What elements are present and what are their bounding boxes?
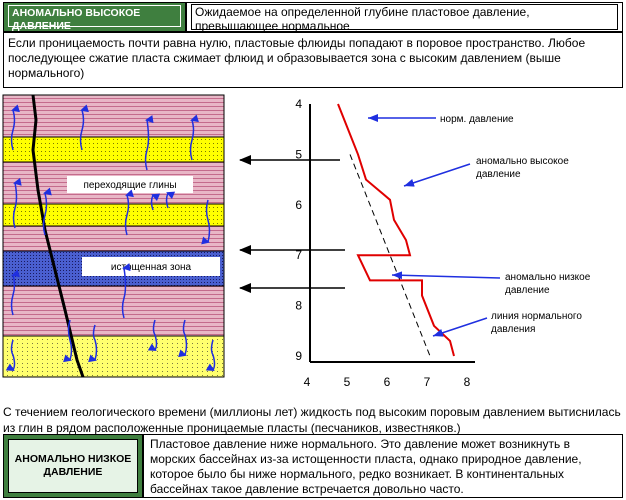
y-tick-labels: 4 5 6 7 8 9 [295,97,302,363]
cross-section: переходящие глины истощенная зона [2,94,225,378]
definition-abnormal-high: Ожидаемое на определенной глубине пласто… [186,2,623,33]
x-tick-label: 8 [464,375,471,389]
fluid-arrow [165,191,176,209]
x-tick-label: 7 [424,375,431,389]
sand-layer-1 [2,136,225,163]
term-abnormal-low-label: АНОМАЛЬНО НИЗКОЕ ДАВЛЕНИЕ [8,439,138,493]
annotation-normal-pressure: норм. давление [440,114,514,125]
fluid-arrow [147,319,158,352]
fluid-arrow [79,104,89,151]
y-tick-label: 9 [295,349,302,363]
annotation-arrow [391,271,501,280]
y-tick-label: 7 [295,248,302,262]
y-tick-label: 8 [295,299,302,313]
pressure-curve [337,103,455,357]
y-tick-label: 4 [295,97,302,111]
fluid-arrow [63,319,73,363]
fluid-arrow [5,339,16,372]
fluid-arrow [124,189,134,236]
fault-line [31,94,85,378]
fluid-arrow [10,269,20,316]
fluid-arrow [150,193,161,211]
y-tick-label: 5 [295,147,302,161]
annotation-normal-line: линия нормального давления [491,311,585,335]
x-tick-label: 5 [344,375,351,389]
annotation-arrows [368,114,501,337]
normal-pressure-line [349,154,431,357]
fluid-arrow [144,115,154,171]
term-abnormal-high-label: АНОМАЛЬНО ВЫСОКОЕ ДАВЛЕНИЕ [8,5,181,32]
depleted-zone-label: истощенная зона [111,262,192,273]
definition-abnormal-low: Пластовое давление ниже нормального. Это… [143,434,623,498]
fluid-arrows [5,104,216,372]
transition-clays-box [67,176,193,193]
term-abnormal-low: АНОМАЛЬНО НИЗКОЕ ДАВЛЕНИЕ [3,434,143,498]
sand-layer-2 [2,203,225,227]
annotation-arrow [432,317,488,337]
annotation-abnormal-low: аномально низкое давление [505,272,593,296]
fluid-arrow [201,199,211,245]
x-tick-labels: 4 5 6 7 8 [304,375,471,389]
annotation-arrow [403,163,471,187]
pressure-chart: 4 5 6 7 8 4 5 6 7 8 9 норм. давление аномально вы… [295,97,593,389]
middle-text: С течением геологического времени (милли… [3,405,621,435]
y-tick-label: 6 [295,198,302,212]
x-tick-label: 6 [384,375,391,389]
fluid-arrow [178,319,188,358]
fluid-arrow [88,324,98,363]
depth-pointers [239,155,345,293]
fluid-arrow [121,263,131,319]
intro-text: Если проницаемость почти равна нулю, пла… [3,32,623,88]
bottom-sand-layer [2,335,225,378]
fluid-arrow [205,339,216,372]
depleted-zone-box [82,257,220,276]
term-abnormal-high: АНОМАЛЬНО ВЫСОКОЕ ДАВЛЕНИЕ [3,2,186,32]
fluid-arrow [10,104,20,151]
annotation-abnormal-high: аномально высокое давление [476,156,572,180]
fluid-arrow [189,114,199,161]
fluid-arrow [42,187,52,236]
definition-abnormal-high-text: Ожидаемое на определенной глубине пласто… [191,4,618,33]
pressure-diagram: переходящие глины истощенная зона [2,94,593,389]
x-tick-label: 4 [304,375,311,389]
transition-clays-label: переходящие глины [83,180,176,191]
fluid-arrow [12,177,22,229]
